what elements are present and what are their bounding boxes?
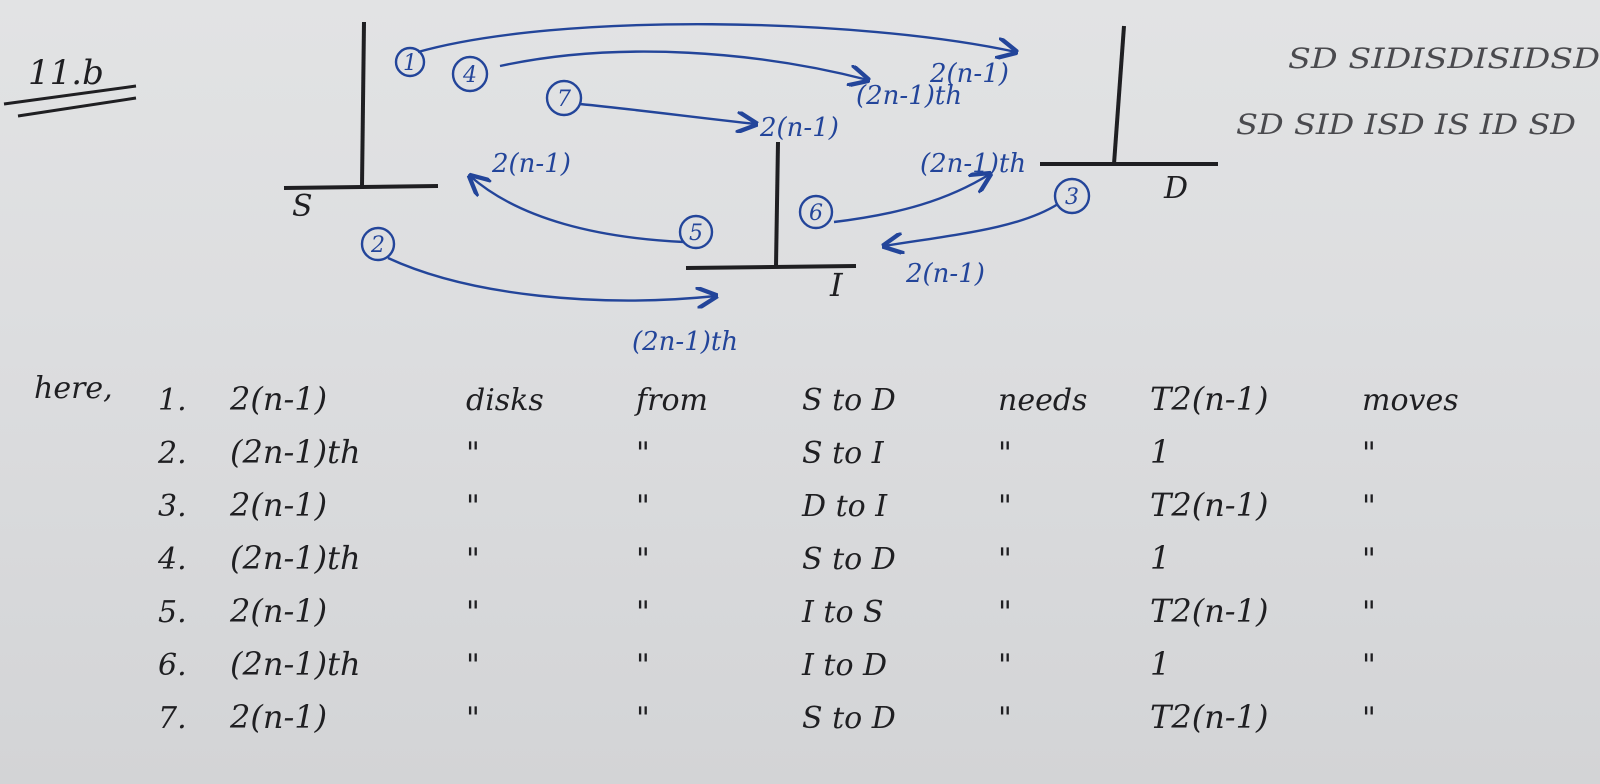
table-row-6-c3: "	[998, 648, 1012, 683]
table-row-3-what: 2(n-1)	[229, 486, 327, 524]
table-row-7-c3: "	[998, 701, 1012, 736]
side-note-line-2: SD SID ISD IS ID SD	[1236, 108, 1576, 141]
table-row-1-c1: disks	[466, 383, 544, 418]
table-row-4-move: S to D	[802, 542, 896, 577]
arrow-step-6	[833, 174, 990, 224]
arrow-5-label: 2(n-1)	[491, 149, 571, 179]
arrow-step-4	[499, 50, 868, 80]
table-row-6-what: (2n-1)th	[230, 645, 361, 683]
arrow-6-label: (2n-1)th	[920, 149, 1026, 179]
table-row-3-c1: "	[466, 489, 480, 524]
table-row-5-cost: T2(n-1)	[1150, 592, 1268, 630]
arrow-step-5	[470, 176, 685, 244]
table-row-2-c2: "	[636, 436, 650, 471]
table-row-5-c4: "	[1362, 595, 1376, 630]
table-row-1-c2: from	[634, 383, 708, 418]
step-7-number: 7	[557, 87, 571, 112]
peg-intermediate	[685, 141, 857, 270]
side-note-line-1: SD SIDISDISIDSD	[1288, 42, 1600, 75]
table-row-4-c2: "	[636, 542, 650, 577]
step-3-number: 3	[1065, 185, 1079, 210]
arrow-step-1	[417, 23, 1016, 52]
heading-underline	[3, 84, 137, 118]
step-4-number: 4	[462, 63, 477, 88]
table-row-4-c3: "	[998, 542, 1012, 577]
arrow-step-7	[579, 102, 756, 124]
table-row-1-c3: needs	[998, 383, 1087, 418]
table-lead: here,	[34, 371, 113, 406]
table-row-7-c2: "	[636, 701, 650, 736]
table-row-6-c1: "	[466, 648, 480, 683]
table-row-6-move: I to D	[801, 648, 887, 683]
table-row-2-num: 2.	[157, 436, 187, 471]
table-row-3-cost: T2(n-1)	[1150, 486, 1268, 524]
peg-destination	[1040, 25, 1218, 166]
peg-source	[283, 21, 439, 190]
arrow-step-2	[387, 256, 716, 300]
arrow-1-label: 2(n-1)	[929, 59, 1009, 89]
step-2-number: 2	[370, 233, 385, 258]
arrow-3-label: 2(n-1)	[905, 259, 985, 289]
table-row-2-c1: "	[466, 436, 480, 471]
table-row-3-c3: "	[998, 489, 1012, 524]
table-row-3-c4: "	[1362, 489, 1376, 524]
table-row-4-what: (2n-1)th	[230, 539, 361, 577]
step-circles	[360, 46, 1091, 262]
table-row-5-c3: "	[998, 595, 1012, 630]
arrow-4-label: (2n-1)th	[856, 81, 962, 111]
table-row-6-c4: "	[1362, 648, 1376, 683]
table-row-7-what: 2(n-1)	[229, 698, 327, 736]
table-row-6-c2: "	[636, 648, 650, 683]
table-row-1-cost: T2(n-1)	[1150, 380, 1268, 418]
table-row-7-num: 7.	[158, 701, 187, 736]
table-row-4-cost: 1	[1150, 539, 1170, 577]
table-row-5-c2: "	[636, 595, 650, 630]
table-row-3-c2: "	[636, 489, 650, 524]
table-row-1-move: S to D	[802, 383, 896, 418]
peg-source-label: S	[292, 189, 313, 224]
move-arrows	[387, 23, 1059, 300]
table-row-7-c4: "	[1362, 701, 1376, 736]
arrow-step-3	[884, 202, 1059, 246]
table-row-5-c1: "	[466, 595, 480, 630]
table-row-1-what: 2(n-1)	[229, 380, 327, 418]
table-row-3-move: D to I	[801, 489, 888, 524]
table-row-2-c3: "	[998, 436, 1012, 471]
table-row-6-num: 6.	[158, 648, 187, 683]
table-row-5-move: I to S	[801, 595, 884, 630]
table-row-3-num: 3.	[158, 489, 187, 524]
table-row-7-move: S to D	[802, 701, 896, 736]
table-row-2-what: (2n-1)th	[230, 433, 361, 471]
table-row-5-what: 2(n-1)	[229, 592, 327, 630]
step-1-number: 1	[403, 51, 417, 76]
table-row-4-c4: "	[1362, 542, 1376, 577]
step-5-number: 5	[689, 221, 703, 246]
table-row-2-move: S to I	[802, 436, 885, 471]
step-6-number: 6	[809, 201, 823, 226]
table-row-4-num: 4.	[157, 542, 187, 577]
page-heading: 11.b	[28, 53, 104, 93]
peg-intermediate-label: I	[829, 266, 844, 304]
table-row-2-cost: 1	[1150, 433, 1170, 471]
table-row-7-c1: "	[466, 701, 480, 736]
table-row-1-num: 1.	[158, 383, 187, 418]
table-row-4-c1: "	[466, 542, 480, 577]
peg-destination-label: D	[1163, 171, 1188, 206]
table-row-7-cost: T2(n-1)	[1150, 698, 1268, 736]
table-row-1-c4: moves	[1362, 383, 1459, 418]
table-row-5-num: 5.	[158, 595, 187, 630]
arrow-7-label: 2(n-1)	[759, 113, 839, 143]
table-row-2-c4: "	[1362, 436, 1376, 471]
arrow-2-label: (2n-1)th	[632, 327, 738, 357]
table-row-6-cost: 1	[1150, 645, 1170, 683]
